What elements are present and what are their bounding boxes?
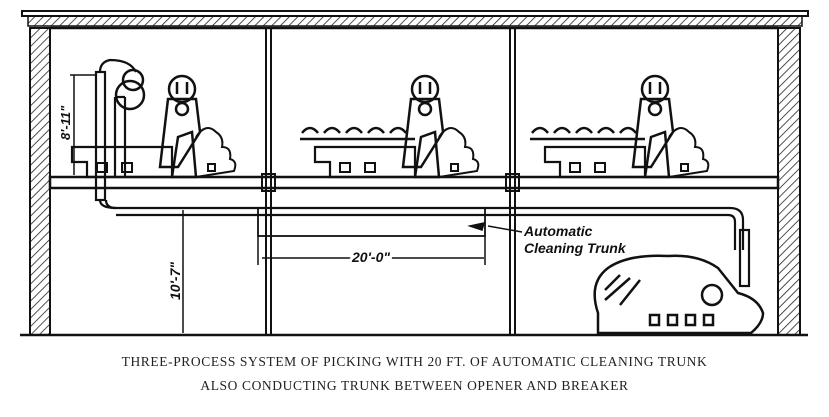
picker-machine-2 [298,74,480,179]
picker-machine-1 [70,68,237,179]
lower-height-label: 10'-7" [167,262,183,300]
upper-height-label: 8'-11" [58,105,73,140]
columns [261,28,520,335]
automatic-cleaning-trunk-section [257,207,486,237]
right-wall [777,27,801,336]
breaker-machine [593,254,765,335]
upper-floor [48,175,780,190]
roof [27,15,803,27]
callout-line-2: Cleaning Trunk [524,240,627,256]
dimension-lines [70,74,523,333]
conducting-trunk [94,58,751,288]
left-wall [29,27,51,336]
trunk-length-label: 20'-0" [351,249,390,265]
picker-machine-3 [528,74,710,179]
caption-line-2: ALSO CONDUCTING TRUNK BETWEEN OPENER AND… [200,378,629,393]
callout-line-1: Automatic [523,223,593,239]
caption-line-1: THREE-PROCESS SYSTEM OF PICKING WITH 20 … [121,354,708,369]
